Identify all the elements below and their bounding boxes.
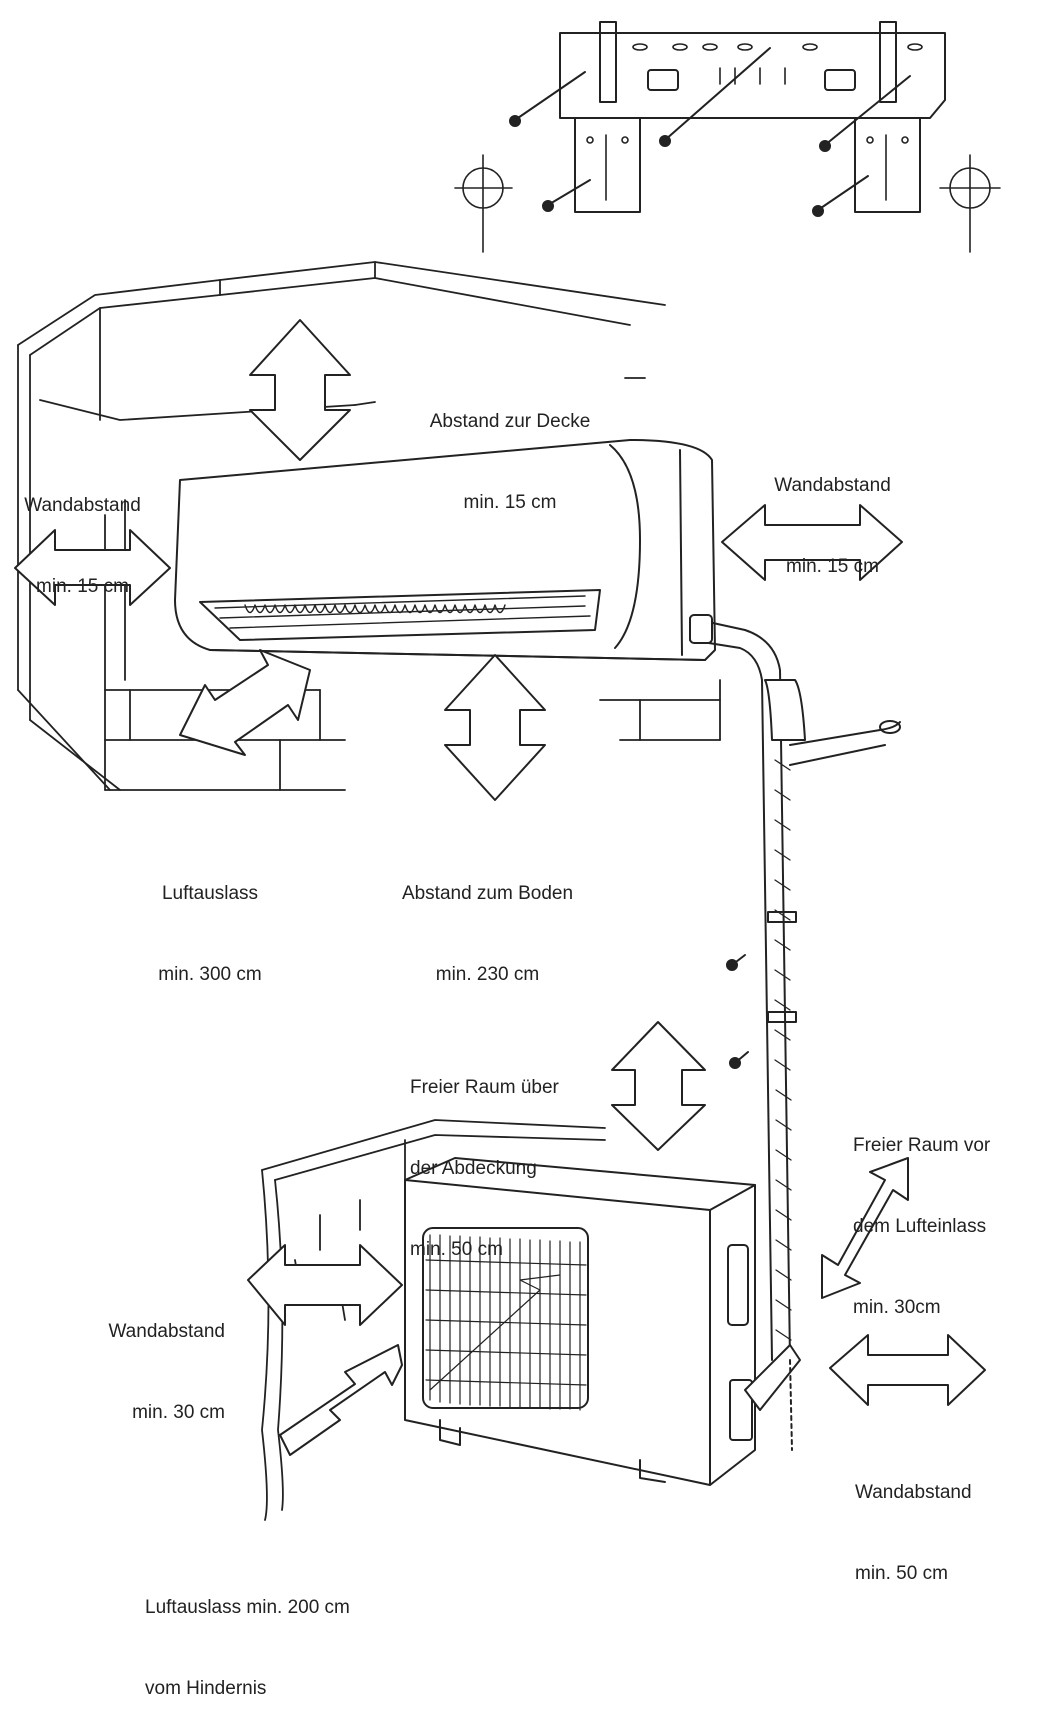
outdoor-unit [404, 1157, 801, 1486]
label-wall-left-outdoor: Wandabstand min. 30 cm [60, 1264, 225, 1453]
space-front-inlet-line1: Freier Raum vor [853, 1135, 991, 1156]
pipe [689, 614, 901, 1361]
floor-value: min. 230 cm [435, 964, 540, 985]
clearance-arrows [14, 319, 986, 1456]
space-above-cover-line1: Freier Raum über [410, 1077, 559, 1098]
air-outlet-indoor-value: min. 300 cm [158, 964, 262, 985]
ceiling-value: min. 15 cm [463, 492, 557, 513]
wall-left-outdoor-value: min. 30 cm [132, 1402, 225, 1423]
floor-title: Abstand zum Boden [401, 883, 574, 904]
label-space-front-inlet: Freier Raum vor dem Lufteinlass min. 30c… [853, 1078, 1043, 1348]
wall-right-indoor-value: min. 15 cm [786, 556, 879, 577]
space-front-inlet-line2: dem Lufteinlass [853, 1216, 987, 1237]
wall-left-indoor-value: min. 15 cm [36, 576, 129, 597]
label-wall-right-indoor: Wandabstand min. 15 cm [755, 418, 910, 607]
air-outlet-outdoor-line2: vom Hindernis [145, 1678, 267, 1699]
label-wall-left-indoor: Wandabstand min. 15 cm [5, 438, 160, 627]
air-outlet-outdoor-line1: Luftauslass min. 200 cm [145, 1597, 350, 1618]
mounting-plate [454, 21, 1001, 253]
wall-left-outdoor-title: Wandabstand [108, 1321, 225, 1342]
label-air-outlet-outdoor: Luftauslass min. 200 cm vom Hindernis [145, 1540, 425, 1729]
space-above-cover-value: min. 50 cm [410, 1239, 503, 1260]
label-ceiling-clearance: Abstand zur Decke min. 15 cm [395, 354, 625, 543]
label-air-outlet-indoor: Luftauslass min. 300 cm [135, 826, 285, 1015]
wall-right-indoor-title: Wandabstand [774, 475, 891, 496]
space-front-inlet-value: min. 30cm [853, 1297, 941, 1318]
indoor-unit [174, 439, 716, 661]
label-wall-right-outdoor: Wandabstand min. 50 cm [855, 1425, 1035, 1614]
wall-left-indoor-title: Wandabstand [24, 495, 141, 516]
ceiling-title: Abstand zur Decke [429, 411, 591, 432]
space-above-cover-line2: der Abdeckung [410, 1158, 537, 1179]
wall-right-outdoor-value: min. 50 cm [855, 1563, 948, 1584]
label-floor-clearance: Abstand zum Boden min. 230 cm [375, 826, 600, 1015]
air-outlet-indoor-title: Luftauslass [161, 883, 259, 904]
label-space-above-cover: Freier Raum über der Abdeckung min. 50 c… [410, 1020, 600, 1290]
installation-diagram [14, 21, 1001, 1521]
wall-right-outdoor-title: Wandabstand [855, 1482, 972, 1503]
